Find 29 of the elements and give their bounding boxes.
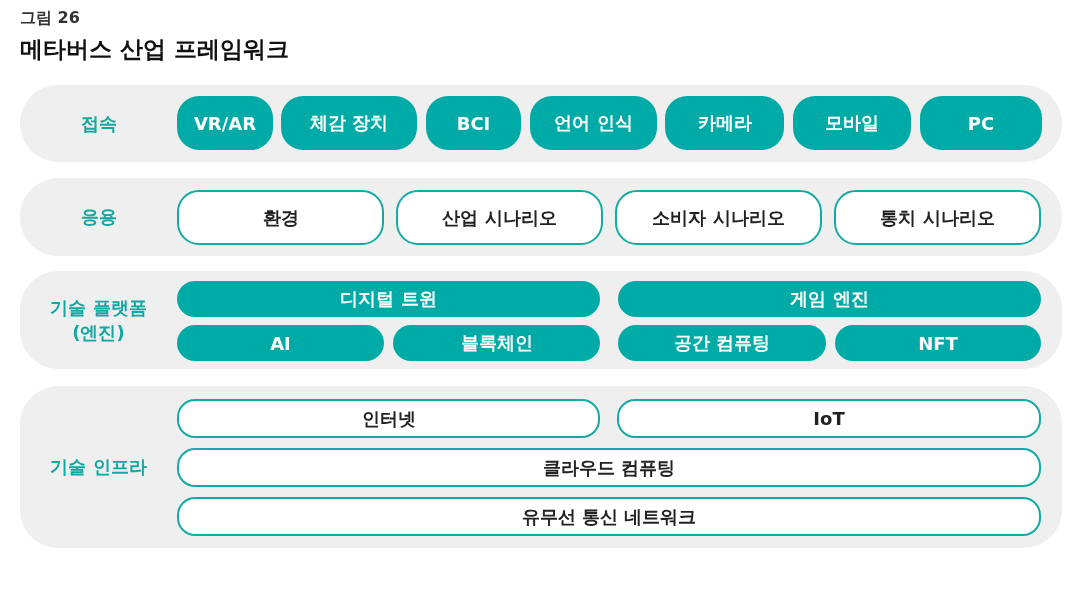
item-pill: 환경 — [177, 190, 384, 245]
item-pill: 디지털 트윈 — [177, 281, 600, 317]
category-heading: 응용 — [79, 205, 118, 230]
item-pill: 체감 장치 — [281, 96, 417, 150]
item-pill: IoT — [617, 399, 1041, 438]
item-pill: 인터넷 — [177, 399, 600, 438]
category-band — [20, 271, 1062, 369]
item-pill: 게임 엔진 — [618, 281, 1041, 317]
item-pill: AI — [177, 325, 384, 361]
item-pill: BCI — [426, 96, 521, 150]
item-pill: 클라우드 컴퓨팅 — [177, 448, 1041, 487]
item-pill: PC — [920, 96, 1042, 150]
item-pill: 산업 시나리오 — [396, 190, 603, 245]
item-pill: 유무선 통신 네트워크 — [177, 497, 1041, 536]
item-pill: 공간 컴퓨팅 — [618, 325, 826, 361]
item-pill: VR/AR — [177, 96, 273, 150]
figure-number: 그림 26 — [20, 8, 80, 29]
title: 메타버스 산업 프레임워크 — [20, 35, 289, 64]
category-band — [20, 386, 1062, 548]
category-heading: 기술 플랫폼 (엔진) — [49, 295, 148, 345]
item-pill: 카메라 — [665, 96, 784, 150]
category-heading: 기술 인프라 — [49, 455, 148, 480]
item-pill: 언어 인식 — [530, 96, 657, 150]
category-heading: 접속 — [79, 111, 118, 136]
item-pill: 소비자 시나리오 — [615, 190, 822, 245]
item-pill: 모바일 — [793, 96, 911, 150]
item-pill: 블록체인 — [393, 325, 600, 361]
item-pill: NFT — [835, 325, 1041, 361]
item-pill: 통치 시나리오 — [834, 190, 1041, 245]
